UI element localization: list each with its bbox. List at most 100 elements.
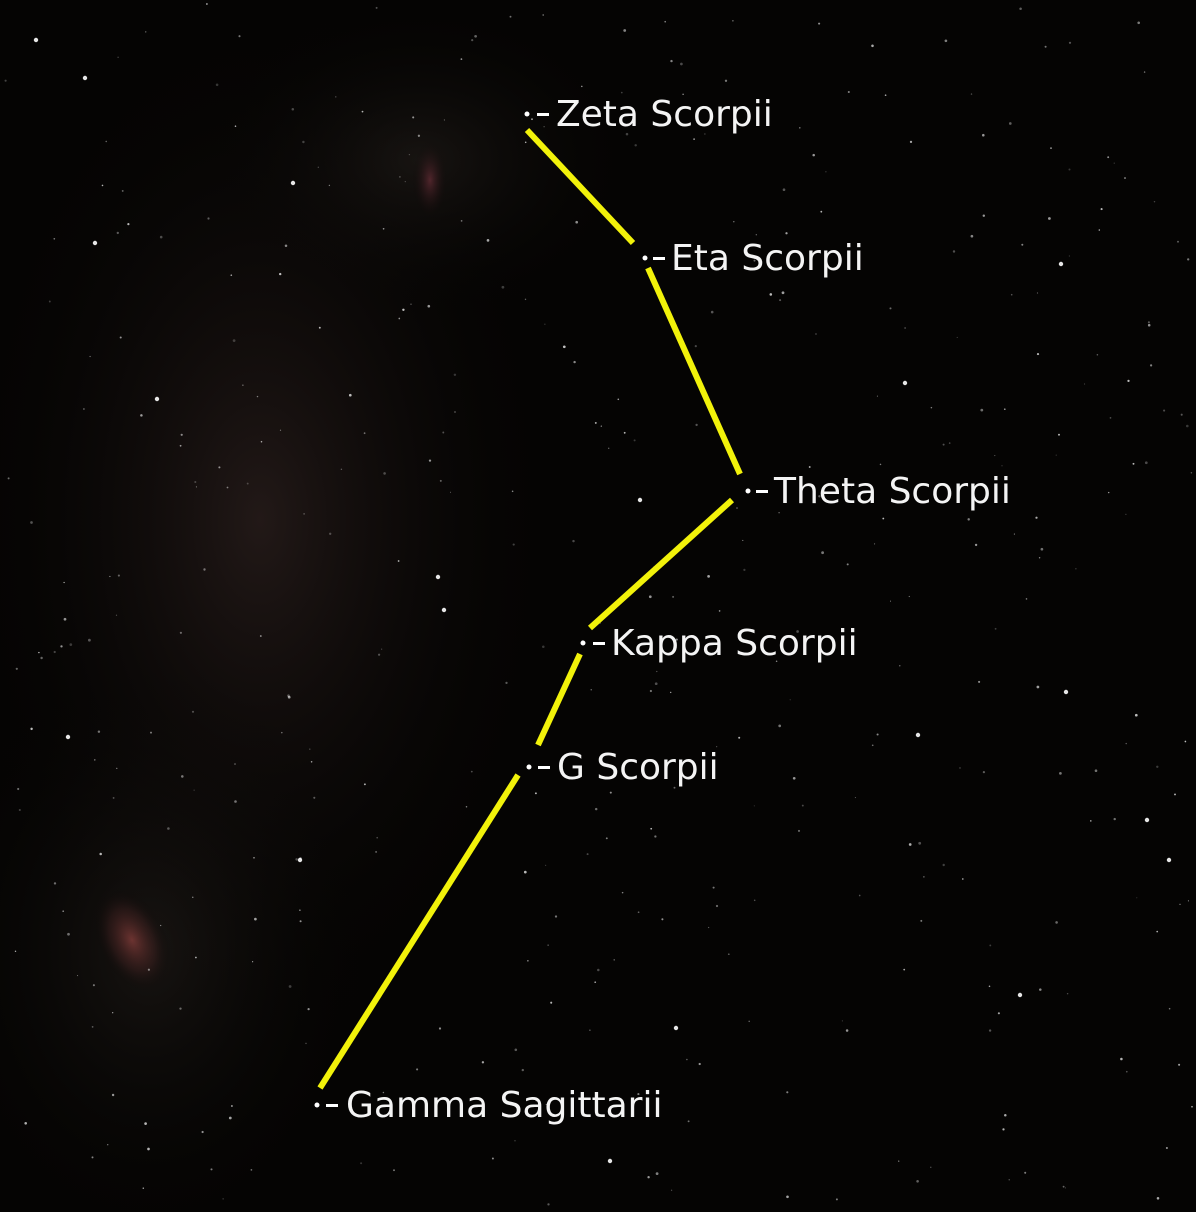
- background-star: [899, 665, 901, 667]
- background-star: [435, 574, 441, 580]
- background-star: [648, 595, 652, 599]
- background-star: [147, 1147, 150, 1151]
- star-theta-scorpii[interactable]: Theta Scorpii: [745, 471, 1011, 512]
- background-star: [234, 125, 237, 127]
- background-star: [69, 643, 73, 646]
- background-star: [1190, 471, 1193, 474]
- background-star: [693, 138, 695, 140]
- background-star: [77, 975, 79, 977]
- nebula-lower: [93, 888, 171, 992]
- background-star: [453, 373, 457, 377]
- background-star: [48, 300, 51, 303]
- background-star: [547, 1203, 550, 1206]
- background-star: [443, 119, 445, 121]
- background-star: [1004, 1114, 1007, 1117]
- background-star: [1184, 740, 1187, 743]
- background-star: [121, 189, 124, 192]
- background-star: [246, 482, 249, 485]
- background-star: [908, 843, 912, 846]
- background-star: [902, 380, 908, 386]
- background-star: [908, 595, 910, 598]
- background-star: [1137, 21, 1141, 25]
- background-star: [291, 108, 295, 111]
- background-star: [160, 924, 162, 927]
- background-star: [664, 20, 666, 23]
- background-star: [408, 153, 411, 156]
- background-star: [465, 806, 468, 808]
- background-star: [14, 950, 17, 952]
- background-star: [733, 220, 735, 223]
- background-star: [543, 126, 545, 128]
- background-star: [299, 909, 301, 911]
- background-star: [427, 304, 431, 308]
- background-star: [232, 339, 236, 342]
- background-star: [961, 878, 964, 880]
- background-star: [1084, 383, 1086, 385]
- background-star: [195, 956, 197, 959]
- background-star: [694, 345, 697, 348]
- background-star: [281, 731, 283, 734]
- background-star: [115, 614, 118, 616]
- background-star: [207, 217, 210, 220]
- background-star: [179, 444, 182, 447]
- background-star: [63, 581, 65, 584]
- background-star: [194, 480, 197, 484]
- background-star: [573, 360, 576, 364]
- background-star: [82, 75, 88, 81]
- background-star: [218, 466, 221, 469]
- background-star: [111, 1093, 115, 1097]
- background-star: [1174, 793, 1176, 796]
- background-star: [789, 699, 791, 701]
- background-star: [799, 127, 801, 129]
- star-eta-scorpii[interactable]: Eta Scorpii: [642, 238, 864, 279]
- background-star: [637, 911, 640, 914]
- milky-way-glow: [0, 0, 640, 1212]
- star-zeta-scorpii[interactable]: Zeta Scorpii: [524, 94, 773, 135]
- background-star: [970, 93, 973, 95]
- background-star: [17, 787, 20, 791]
- background-star: [820, 210, 823, 213]
- background-star: [438, 1027, 442, 1030]
- background-star: [150, 731, 152, 734]
- background-star: [775, 660, 778, 663]
- background-star: [348, 393, 352, 397]
- background-star: [988, 985, 991, 988]
- asterism-line-segment: [317, 773, 521, 1090]
- background-star: [647, 1176, 650, 1179]
- background-star: [994, 455, 996, 457]
- background-star: [4, 79, 7, 82]
- background-star: [1058, 261, 1064, 267]
- background-star: [594, 421, 597, 424]
- background-star: [67, 932, 70, 936]
- labelled-stars: Zeta Scorpii Eta Scorpii Theta Scorpii K…: [314, 94, 1011, 1126]
- background-star: [1147, 321, 1150, 324]
- background-star: [284, 244, 288, 247]
- background-star: [944, 39, 948, 43]
- star-kappa-scorpii[interactable]: Kappa Scorpii: [580, 623, 858, 664]
- background-star: [1008, 122, 1012, 125]
- background-star: [147, 968, 150, 971]
- background-star: [778, 511, 780, 514]
- background-star: [250, 1169, 253, 1171]
- background-star: [363, 783, 366, 786]
- asterism-line-segment: [587, 497, 735, 631]
- star-g-scorpii[interactable]: G Scorpii: [526, 747, 719, 788]
- background-star: [997, 1012, 1000, 1015]
- background-star: [91, 1026, 94, 1028]
- background-star: [748, 1020, 750, 1023]
- background-star: [623, 29, 627, 32]
- background-star: [254, 917, 257, 921]
- background-star: [486, 239, 490, 242]
- background-star: [441, 607, 447, 613]
- background-star: [909, 140, 913, 144]
- star-gamma-sagittarii[interactable]: Gamma Sagittarii: [314, 1085, 663, 1126]
- background-star: [179, 631, 182, 634]
- background-star: [916, 1180, 919, 1183]
- background-star: [1063, 689, 1069, 695]
- background-star: [509, 15, 512, 18]
- background-star: [589, 1029, 591, 1031]
- background-star: [669, 691, 672, 694]
- background-star: [288, 985, 292, 988]
- background-star: [988, 1029, 992, 1032]
